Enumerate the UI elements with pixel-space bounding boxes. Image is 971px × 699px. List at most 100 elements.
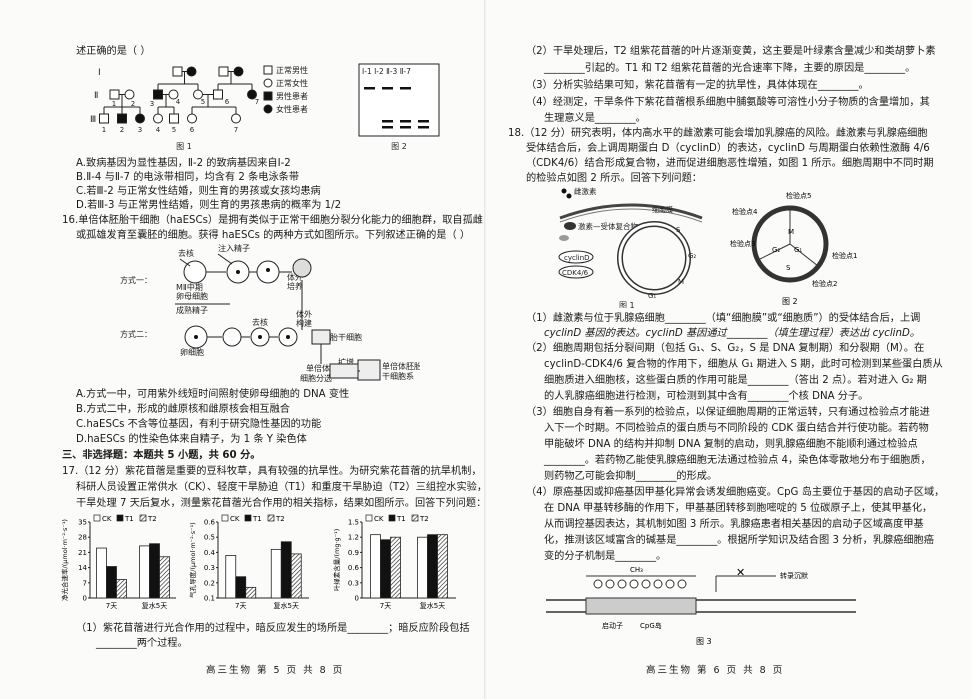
x-tick-label: 复水5天	[420, 601, 445, 610]
q18-1-line1: （1）雌激素与位于乳腺癌细胞________（填“细胞膜”或“细胞质”）的受体结…	[526, 313, 921, 324]
q17-stem-line1: 17.（12 分）紫花苜蓿是重要的豆科牧草，具有较强的抗旱性。为研究紫花苜蓿的抗…	[62, 466, 482, 477]
q16-stem-line2: 或孤雄发育至囊胚的细胞。获得 haESCs 的两种方式如图所示。下列叙述正确的是…	[76, 230, 471, 241]
bar	[370, 534, 381, 599]
q18-2-line1: （2）细胞周期包括分裂间期（包括 G₁、S、G₂，S 是 DNA 复制期）和分裂…	[526, 343, 925, 354]
q18-3-line2: 入下一个时期。不同检验点的蛋白质与不同阶段的 CDK 蛋白结合并行使功能。若药物	[544, 423, 929, 434]
cdk-label: CDK4/6	[562, 269, 589, 277]
q18-2-line2: cyclinD-CDK4/6 复合物的作用下，细胞从 G₁ 期进入 S 期，此时…	[544, 359, 943, 370]
q18-2-line4: 的人乳腺癌细胞进行检测，可检测到其中含有________个核 DNA 分子。	[544, 391, 869, 402]
bar	[235, 576, 247, 599]
culture-2: 培养	[287, 281, 303, 291]
y-axis-label: 叶绿素含量/(mg·g⁻¹)	[332, 529, 341, 591]
haesc-line-1: 单倍体胚胎	[382, 361, 420, 371]
q18-1-line2: cyclinD 基因的表达。cyclinD 基因通过________（填生理过程…	[544, 328, 920, 339]
fig2-m: M	[788, 228, 794, 236]
q16-option-d: D.haESCs 的性染色体来自精子，为 1 条 Y 染色体	[76, 434, 307, 445]
y-tick-label: 1.5	[348, 519, 359, 527]
bar	[149, 543, 160, 599]
haescs-method-figure: 方式一： 方式二： 去核 注入精子 MⅡ中期 卵母细胞 成熟精子 体外 培养 去…	[120, 243, 420, 383]
y-tick-label: 0.3	[348, 579, 359, 587]
legend-swatch	[116, 514, 124, 522]
q18-3-line1: （3）细胞自身有着一系列的检验点，以保证细胞周期的正常运转，只有通过检验点才能进	[526, 407, 930, 418]
legend-label: CK	[374, 515, 384, 523]
legend-swatch	[139, 514, 147, 522]
embryonic-stem-cell: 胚胎干细胞	[322, 332, 362, 342]
bar	[139, 545, 150, 599]
page-fold	[484, 0, 486, 699]
y-tick-label: 0.2	[204, 579, 215, 587]
cp3-label: 检验点3	[730, 239, 755, 248]
q17-3: （3）分析实验结果可知，紫花苜蓿有一定的抗旱性，具体体现在________。	[526, 80, 869, 91]
cyclind-label: cyclinD	[564, 254, 590, 262]
x-tick-label: 7天	[106, 602, 117, 610]
gel-lane-labels: Ⅰ-1 Ⅰ-2 Ⅱ-3 Ⅱ-7	[362, 67, 411, 76]
q15-option-c: C.若Ⅲ-2 与正常女性结婚，则生育的男孩或女孩均患病	[76, 186, 321, 197]
legend-male-patient: 男性患者	[276, 91, 308, 101]
y-tick-label: 0.3	[204, 564, 215, 572]
gen-label-3: Ⅲ	[90, 115, 96, 125]
legend-swatch	[244, 514, 252, 522]
y-tick-label: 0.5	[204, 534, 215, 542]
bar	[380, 539, 391, 599]
expand: 扩增	[338, 357, 354, 367]
bar	[290, 553, 302, 599]
legend-swatch	[267, 514, 275, 522]
y-tick-label: 21	[78, 549, 87, 557]
mature-sperm: 成熟精子	[176, 305, 208, 315]
left-page: 述正确的是（ ）	[60, 46, 487, 676]
bar	[417, 536, 428, 599]
legend-label: T1	[124, 515, 134, 523]
estrogen-pathway-figure: 雌激素 细胞膜 激素—受体复合物 cyclinD CDK4/6 G₁ S G₂ …	[558, 186, 703, 308]
fig1-m: M	[678, 278, 684, 286]
gen3-number: 3	[138, 126, 142, 134]
y-tick-label: 7	[83, 579, 87, 587]
legend-label: T1	[252, 515, 262, 523]
q17-2-line1: （2）干旱处理后，T2 组紫花苜蓿的叶片逐渐变黄，这主要是叶绿素含量减少和类胡萝…	[526, 46, 936, 57]
legend-label: T2	[419, 515, 429, 523]
legend-label: T2	[275, 515, 285, 523]
y-tick-label: 0.9	[348, 549, 359, 557]
y-tick-label: 0.6	[204, 519, 216, 527]
q16-option-b: B.方式二中，形成的雌原核和雌原核会相互融合	[76, 404, 290, 415]
legend-swatch	[411, 514, 419, 522]
legend-label: CK	[230, 515, 240, 523]
fig3-caption: 图 3	[696, 637, 712, 646]
construct-1: 体外	[296, 309, 312, 319]
legend-normal-male: 正常男性	[276, 65, 308, 75]
legend-female-patient: 女性患者	[276, 104, 308, 114]
gen2-number: 6	[225, 98, 230, 106]
legend-swatch	[365, 514, 373, 522]
q16-option-a: A.方式一中，可用紫外线短时间照射使卵母细胞的 DNA 变性	[76, 389, 350, 400]
gen3-number: 2	[120, 126, 124, 134]
q18-stem-line1: 18.（12 分）研究表明，体内高水平的雌激素可能会增加乳腺癌的风险。雌激素与乳…	[508, 128, 928, 139]
legend-swatch	[93, 514, 101, 522]
y-tick-label: 0	[83, 595, 87, 603]
membrane-label: 细胞膜	[652, 205, 673, 214]
q17-q1-line2: ________两个过程。	[96, 638, 188, 649]
dna-methylation-figure: CH₃ ✕ 转录沉默 启动子 CpG岛 图 3	[546, 566, 856, 646]
y-tick-label: 0.1	[204, 595, 215, 603]
q17-4-line2: 生理意义是________。	[544, 113, 646, 124]
q15-tail: 述正确的是（ ）	[76, 46, 151, 57]
gen2-number: 3	[150, 100, 154, 108]
y-tick-label: 28	[78, 534, 87, 542]
gen3-number: 4	[156, 126, 161, 134]
y-tick-label: 35	[78, 519, 87, 527]
fig1-caption: 图 1	[619, 301, 635, 308]
gen2-number: 2	[131, 100, 135, 108]
q18-stem-line2: 受体结合后，会上调周期蛋白 D（cyclinD）的表达，cyclinD 与周期蛋…	[526, 143, 930, 154]
fig1-g2: G₂	[688, 252, 696, 260]
gel-caption: 图 2	[391, 142, 407, 151]
bar	[437, 534, 448, 599]
y-tick-label: 0	[355, 595, 359, 603]
y-tick-label: 14	[78, 564, 87, 572]
cp2-label: 检验点2	[812, 279, 837, 288]
y-axis-label: 气孔导度/(μmol·m⁻²·s⁻¹)	[188, 522, 197, 597]
q15-option-d: D.若Ⅲ-3 与正常男性结婚，则生育的男孩患病的概率为 1/2	[76, 200, 342, 211]
mii-label-2: 卵母细胞	[176, 291, 208, 301]
right-page: （2）干旱处理后，T2 组紫花苜蓿的叶片逐渐变黄，这主要是叶绿素含量减少和类胡萝…	[486, 0, 971, 699]
q16-option-c: C.haESCs 不含等位基因，有利于研究隐性基因的功能	[76, 419, 322, 430]
x-tick-label: 复水5天	[142, 601, 167, 610]
q18-4-line3: 从而调控基因表达，其机制如图 3 所示。乳腺癌患者相关基因的启动子区域高度甲基	[544, 519, 924, 530]
